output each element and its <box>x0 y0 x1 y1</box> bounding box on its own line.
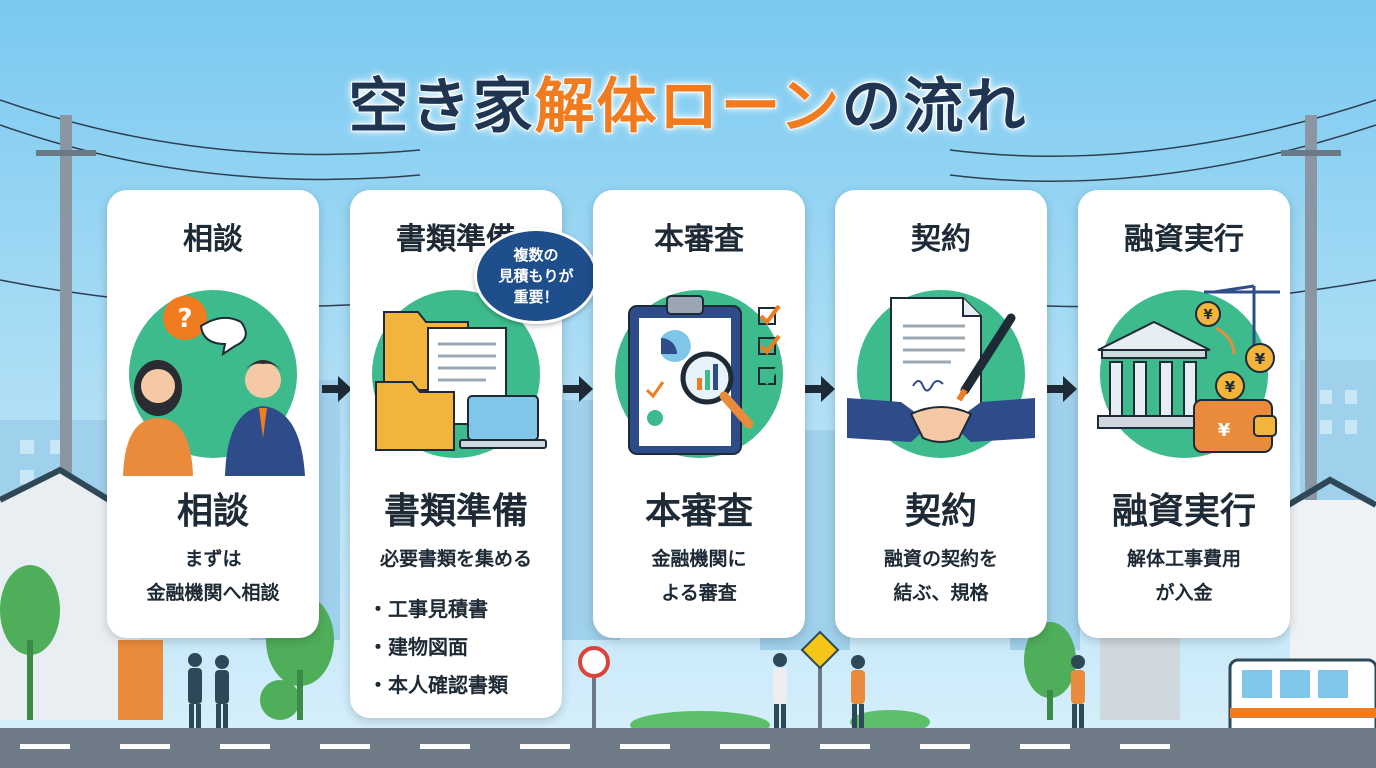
description-line: 解体工事費用 <box>1126 548 1241 570</box>
step-description: 金融機関に よる審査 <box>593 542 805 610</box>
list-item: 本人確認書類 <box>368 666 508 704</box>
list-item: 工事見積書 <box>368 590 508 628</box>
list-item: 建物図面 <box>368 628 508 666</box>
svg-text:¥: ¥ <box>1225 378 1236 396</box>
callout-line: 見積もりが <box>498 266 574 285</box>
svg-text:¥: ¥ <box>1255 350 1266 368</box>
step-heading: 本審査 <box>654 222 744 257</box>
step-subheading: 相談 <box>176 491 249 532</box>
description-line: まずは <box>184 548 242 570</box>
step-heading: 相談 <box>183 222 243 257</box>
bank-money-icon: ¥ ¥ ¥ ¥ <box>1097 284 1280 453</box>
arrow-right-icon <box>1047 376 1077 402</box>
step-card-documents: 書類準備 書類準備 必要書類を集める 工事見積書 建物図面 本人確認書類 <box>350 190 562 718</box>
review-clipboard-icon <box>628 295 781 455</box>
description-line: が入金 <box>1155 582 1213 604</box>
svg-text:¥: ¥ <box>1218 420 1231 441</box>
step-description: まずは 金融機関へ相談 <box>107 542 319 610</box>
step-description: 融資の契約を 結ぶ、規格 <box>835 542 1047 610</box>
description-line: 必要書類を集める <box>379 548 532 570</box>
arrow-right-icon <box>322 376 352 402</box>
step-heading: 契約 <box>911 222 971 257</box>
step-description: 必要書類を集める <box>350 542 562 576</box>
svg-text:¥: ¥ <box>1203 308 1212 323</box>
description-line: 金融機関へ相談 <box>146 582 280 604</box>
required-documents-list: 工事見積書 建物図面 本人確認書類 <box>368 590 508 704</box>
step-subheading: 書類準備 <box>383 491 528 532</box>
arrow-right-icon <box>805 376 835 402</box>
description-line: よる審査 <box>661 582 737 604</box>
title-part-3: の流れ <box>841 71 1028 143</box>
description-line: 融資の契約を <box>883 548 998 570</box>
svg-text:?: ? <box>177 304 192 334</box>
documents-folder-icon <box>375 311 547 451</box>
step-heading: 融資実行 <box>1124 222 1244 257</box>
description-line: 結ぶ、規格 <box>893 582 989 604</box>
callout-line: 複数の <box>513 245 559 264</box>
step-card-disbursement: 融資実行 ¥ ¥ ¥ ¥ <box>1078 190 1290 638</box>
step-subheading: 契約 <box>904 491 977 532</box>
step-subheading: 本審査 <box>644 491 753 532</box>
arrow-right-icon <box>563 376 593 402</box>
title-part-1: 空き家 <box>348 71 535 143</box>
step-subheading: 融資実行 <box>1111 491 1256 532</box>
handshake-contract-icon <box>847 297 1035 443</box>
step-card-contract: 契約 契約 融資の契約を 結ぶ、規格 <box>835 190 1047 638</box>
step-card-review: 本審査 本審査 金融機関に よる審査 <box>593 190 805 638</box>
description-line: 金融機関に <box>651 548 747 570</box>
callout-line: 重要！ <box>513 287 559 306</box>
page-title: 空き家解体ローンの流れ <box>0 58 1376 145</box>
step-description: 解体工事費用 が入金 <box>1078 542 1290 610</box>
callout-bubble: 複数の 見積もりが 重要！ <box>474 228 598 324</box>
consultation-people-icon: ? <box>123 296 305 476</box>
title-part-2: 解体ローン <box>534 71 842 143</box>
step-card-consultation: 相談 ? 相談 まずは 金融機関へ相談 <box>107 190 319 638</box>
